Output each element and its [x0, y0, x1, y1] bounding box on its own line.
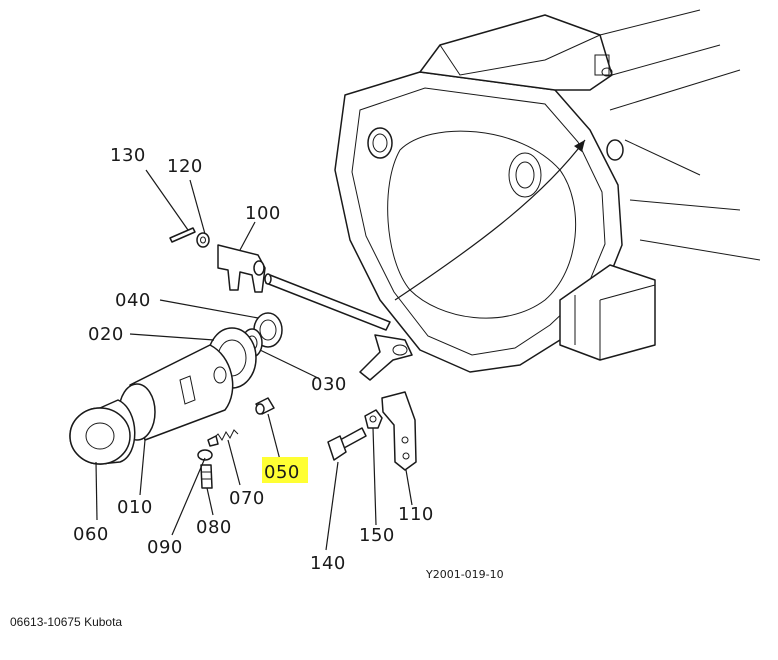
- release-fork-100: [217, 244, 266, 293]
- washer-120: [196, 232, 210, 248]
- grease-nipple-050: [255, 397, 275, 415]
- bearing-060: [69, 399, 136, 465]
- release-sleeve-010: [118, 344, 234, 441]
- washer-090: [197, 449, 213, 461]
- figure-reference-code: Y2001-019-10: [425, 568, 504, 581]
- part-label-030[interactable]: 030: [311, 374, 347, 395]
- part-label-130[interactable]: 130: [110, 145, 146, 166]
- bolt-080: [200, 464, 213, 489]
- exploded-parts-diagram: 130 120 100 040 020 030 050 070 060 010 …: [69, 9, 761, 581]
- pin-130: [169, 227, 196, 243]
- part-label-070[interactable]: 070: [229, 488, 265, 509]
- bolt-140: [327, 427, 367, 461]
- release-lever: [359, 334, 413, 381]
- spring-070: [207, 429, 239, 447]
- part-label-120[interactable]: 120: [167, 156, 203, 177]
- clutch-housing: [334, 9, 761, 373]
- part-label-010[interactable]: 010: [117, 497, 153, 518]
- release-shaft: [264, 273, 391, 331]
- part-label-150[interactable]: 150: [359, 525, 395, 546]
- part-label-110[interactable]: 110: [398, 504, 434, 525]
- part-label-100[interactable]: 100: [245, 203, 281, 224]
- part-label-040[interactable]: 040: [115, 290, 151, 311]
- part-label-060[interactable]: 060: [73, 524, 109, 545]
- part-caption: 06613-10675 Kubota: [10, 615, 123, 629]
- leader-lines: [95, 169, 413, 551]
- lever-110: [381, 391, 417, 471]
- part-label-090[interactable]: 090: [147, 537, 183, 558]
- part-label-020[interactable]: 020: [88, 324, 124, 345]
- part-label-080[interactable]: 080: [196, 517, 232, 538]
- highlight-050: [262, 457, 308, 483]
- part-label-050[interactable]: 050: [264, 462, 300, 483]
- part-label-140[interactable]: 140: [310, 553, 346, 574]
- nut-150: [364, 409, 383, 429]
